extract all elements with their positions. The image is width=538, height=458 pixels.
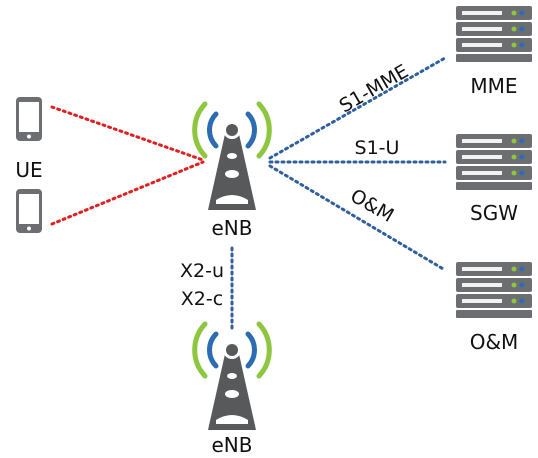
s1-mme-link (268, 56, 447, 160)
cell-tower-icon (195, 104, 270, 210)
ue-node: UE (15, 97, 43, 233)
oam-node: O&M (456, 262, 532, 354)
s1-u-label: S1-U (355, 137, 400, 159)
enb-main-label: eNB (212, 216, 253, 240)
om-link (268, 164, 447, 272)
oam-label: O&M (470, 330, 519, 354)
mme-node: MME (456, 6, 532, 98)
links (50, 56, 447, 330)
smartphone-icon (16, 189, 42, 233)
sgw-node: SGW (456, 134, 532, 225)
om-link-label: O&M (347, 185, 398, 227)
ue-link-bottom (50, 160, 205, 226)
cell-tower-icon (195, 324, 270, 430)
server-icon (456, 134, 532, 190)
server-icon (456, 262, 532, 318)
ue-link-top (50, 105, 205, 162)
smartphone-icon (16, 97, 42, 141)
x2-u-label: X2-u (180, 260, 224, 282)
enb-peer-node: eNB (195, 324, 270, 457)
mme-label: MME (470, 74, 517, 98)
x2-c-label: X2-c (181, 288, 223, 310)
enb-main-node: eNB (195, 104, 270, 240)
enb-peer-label: eNB (212, 433, 253, 457)
server-icon (456, 6, 532, 62)
s1-mme-label: S1-MME (336, 60, 413, 117)
sgw-label: SGW (470, 201, 518, 225)
ue-label: UE (15, 158, 42, 182)
